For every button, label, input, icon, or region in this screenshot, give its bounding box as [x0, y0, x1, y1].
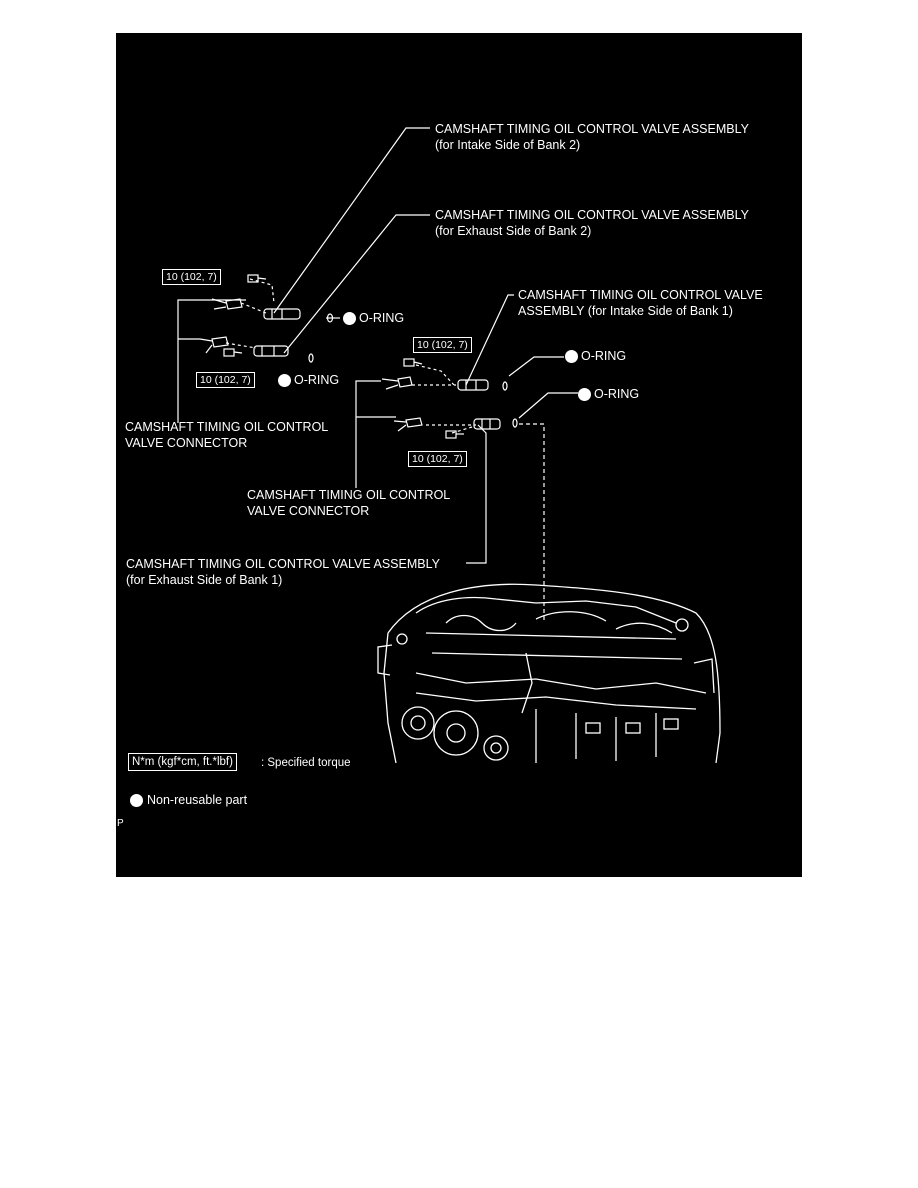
leader-intake-bank2: [273, 127, 430, 314]
leader-exhaust-bank1: [466, 424, 487, 564]
label-oring-3: O-RING: [581, 349, 627, 363]
non-reusable-dot-icon: [578, 388, 591, 401]
label-connector-bank2-line2: VALVE CONNECTOR: [125, 436, 248, 450]
bracket-connector-bank2: [177, 299, 246, 423]
label-oring-2: O-RING: [294, 373, 340, 387]
leader-exhaust-bank2: [283, 214, 430, 354]
non-reusable-dot-icon: [565, 350, 578, 363]
label-connector-bank1-line2: VALVE CONNECTOR: [247, 504, 370, 518]
torque-box-1: 10 (102, 7): [162, 269, 221, 285]
label-ocv-intake-bank2-line2: (for Intake Side of Bank 2): [435, 138, 581, 152]
label-ocv-intake-bank1-line2: ASSEMBLY (for Intake Side of Bank 1): [518, 304, 733, 318]
valve-exhaust-bank1: [473, 418, 501, 430]
exploded-parts-diagram: CAMSHAFT TIMING OIL CONTROL VALVE ASSEMB…: [116, 33, 802, 877]
torque-box-4: 10 (102, 7): [408, 451, 467, 467]
leader-oring-1: [508, 356, 564, 377]
legend-nonreusable-text: Non-reusable part: [147, 793, 248, 807]
bolt-icon: [247, 274, 267, 283]
leader-oring-2: [518, 392, 578, 419]
label-oring-1: O-RING: [359, 311, 405, 325]
label-connector-bank1-line1: CAMSHAFT TIMING OIL CONTROL: [247, 488, 451, 502]
legend-torque-text: : Specified torque: [261, 757, 351, 769]
non-reusable-dot-icon: [130, 794, 143, 807]
label-oring-4: O-RING: [594, 387, 640, 401]
label-ocv-intake-bank2-line1: CAMSHAFT TIMING OIL CONTROL VALVE ASSEMB…: [435, 122, 749, 136]
legend-torque-box: N*m (kgf*cm, ft.*lbf): [128, 753, 237, 771]
dashed-alignment: [519, 423, 545, 621]
valve-exhaust-bank2: [253, 345, 289, 357]
label-connector-bank2-line1: CAMSHAFT TIMING OIL CONTROL: [125, 420, 329, 434]
non-reusable-dot-icon: [343, 312, 356, 325]
label-ocv-exhaust-bank1-line1: CAMSHAFT TIMING OIL CONTROL VALVE ASSEMB…: [126, 557, 440, 571]
torque-box-2: 10 (102, 7): [196, 372, 255, 388]
leader-intake-bank1: [465, 294, 514, 386]
valve-intake-bank2: [263, 308, 301, 320]
label-ocv-exhaust-bank2-line2: (for Exhaust Side of Bank 2): [435, 224, 592, 238]
label-ocv-exhaust-bank2-line1: CAMSHAFT TIMING OIL CONTROL VALVE ASSEMB…: [435, 208, 749, 222]
diagram-linework: [177, 127, 721, 764]
label-ocv-intake-bank1-line1: CAMSHAFT TIMING OIL CONTROL VALVE: [518, 288, 763, 302]
torque-box-3: 10 (102, 7): [413, 337, 472, 353]
corner-mark: P: [117, 818, 124, 829]
valve-intake-bank1: [457, 379, 489, 391]
bracket-connector-bank1: [355, 380, 396, 488]
non-reusable-dot-icon: [278, 374, 291, 387]
engine-illustration: [377, 583, 721, 764]
label-ocv-exhaust-bank1-line2: (for Exhaust Side of Bank 1): [126, 573, 283, 587]
